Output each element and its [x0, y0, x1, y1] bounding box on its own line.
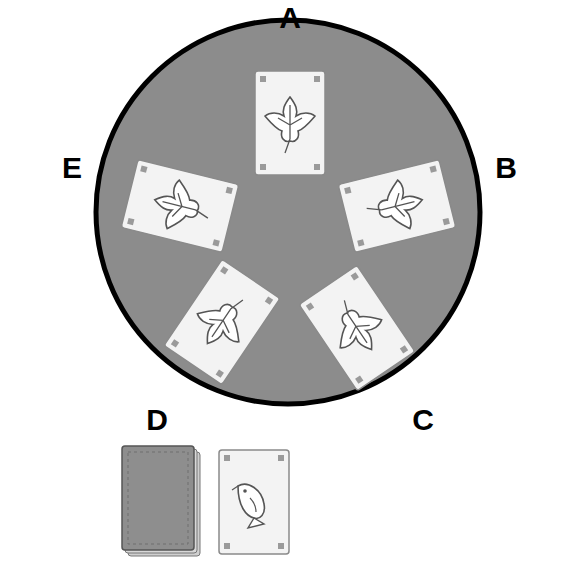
- seat-letter: B: [495, 153, 517, 183]
- seat-letter: A: [279, 3, 301, 33]
- seat-letter: D: [146, 405, 168, 435]
- seat-letter: E: [62, 153, 82, 183]
- seat-letter: C: [412, 405, 434, 435]
